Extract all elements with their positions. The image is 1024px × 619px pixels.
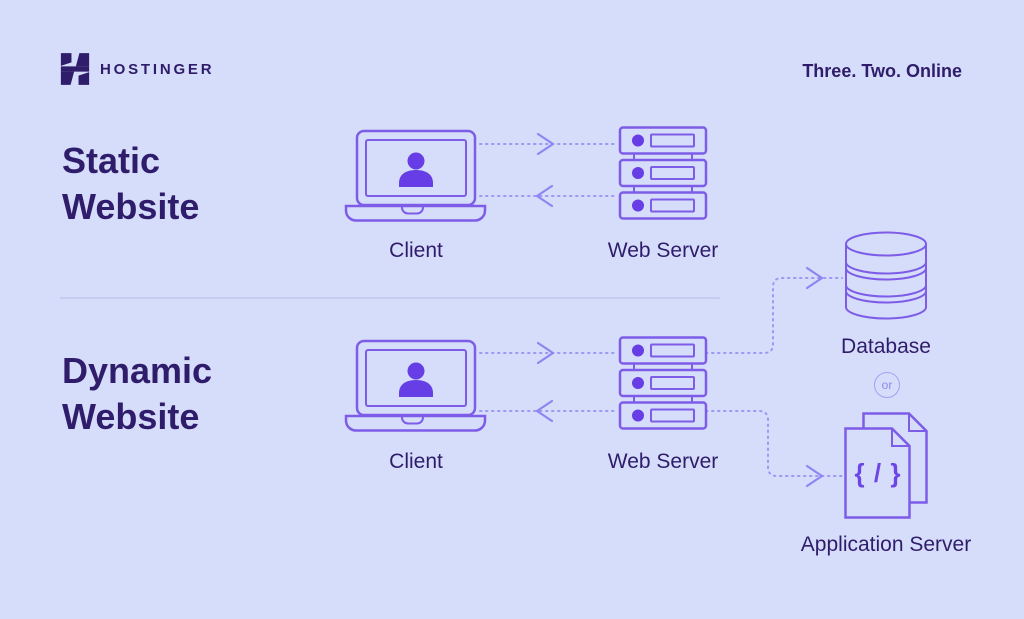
dynamic-title-line1: Dynamic — [62, 350, 213, 391]
static-title-line1: Static — [62, 140, 161, 181]
static-web-server-icon — [618, 126, 708, 220]
brand-tagline: Three. Two. Online — [802, 61, 962, 81]
section-divider — [60, 297, 720, 299]
application-server-label: Application Server — [800, 533, 972, 556]
static-website-title: Static Website — [62, 138, 199, 230]
or-badge: or — [874, 372, 900, 398]
server-to-database-arrow — [705, 266, 843, 354]
dynamic-client-laptop-icon — [344, 339, 487, 432]
brand-name: HOSTINGER — [100, 60, 215, 78]
static-response-arrow — [479, 184, 619, 208]
or-badge-label: or — [881, 378, 893, 392]
dynamic-client-label: Client — [389, 450, 443, 473]
hostinger-h-icon — [60, 53, 90, 85]
database-cylinder-icon — [845, 231, 927, 320]
static-web-server-label: Web Server — [607, 239, 719, 262]
static-title-line2: Website — [62, 186, 200, 227]
static-client-laptop-icon — [344, 129, 487, 222]
code-icon-glyph: { / } — [855, 458, 902, 488]
static-client-label: Client — [389, 239, 443, 262]
dynamic-website-title: Dynamic Website — [62, 348, 212, 440]
dynamic-request-arrow — [479, 341, 619, 365]
code-files-icon: { / } — [844, 412, 928, 519]
user-icon — [399, 362, 433, 397]
user-icon — [399, 152, 433, 187]
dynamic-web-server-label: Web Server — [607, 450, 719, 473]
dynamic-response-arrow — [479, 399, 619, 423]
server-to-appserver-arrow — [705, 410, 843, 488]
dynamic-title-line2: Website — [62, 396, 200, 437]
hostinger-logo: HOSTINGER — [60, 53, 214, 85]
dynamic-web-server-icon — [618, 336, 708, 430]
static-request-arrow — [479, 132, 619, 156]
database-label: Database — [841, 335, 931, 358]
